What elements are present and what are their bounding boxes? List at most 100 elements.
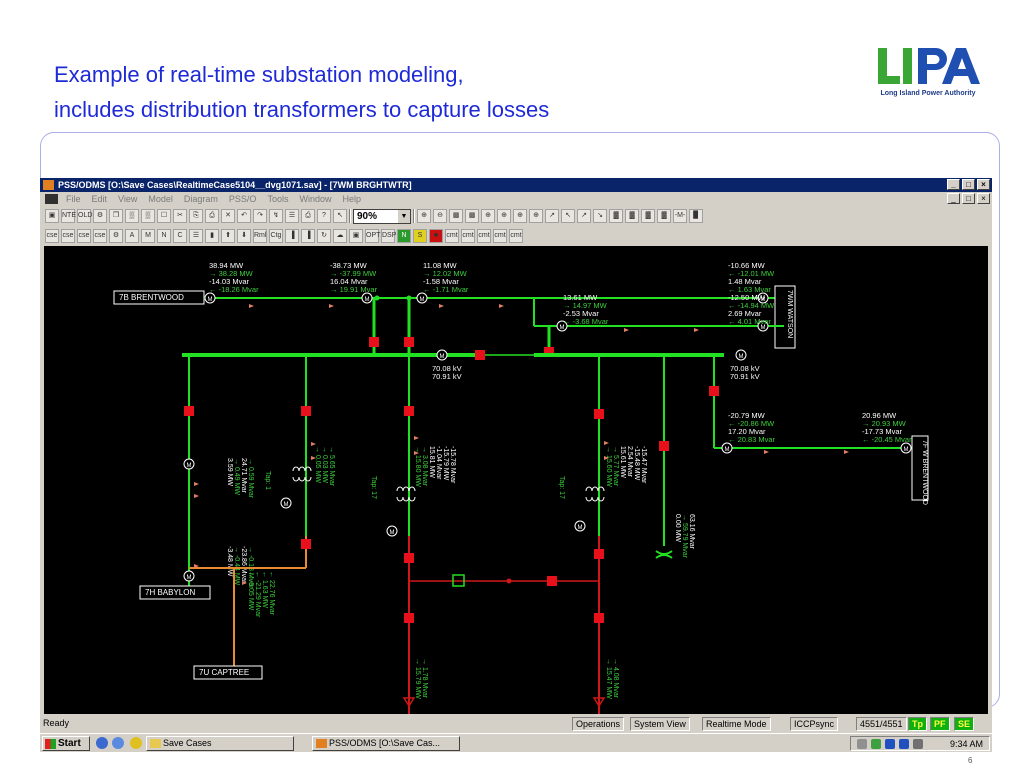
close-button[interactable]: × (977, 179, 990, 190)
breaker-bus-coupler[interactable] (475, 350, 485, 360)
menu-model[interactable]: Model (148, 194, 173, 204)
toolbar2-button-28[interactable]: cmt (493, 229, 507, 243)
toolbar1b-button-1[interactable]: ⊖ (433, 209, 447, 223)
toolbar1-button-2[interactable]: OLD (77, 209, 92, 223)
chevron-down-icon[interactable]: ▼ (398, 209, 410, 223)
outlook-icon[interactable] (112, 737, 124, 749)
breaker-tie-dead[interactable] (547, 576, 557, 586)
toolbar2-button-24[interactable]: ■ (429, 229, 443, 243)
toolbar1b-button-7[interactable]: ⊕ (529, 209, 543, 223)
toolbar2-button-11[interactable]: ⬆ (221, 229, 235, 243)
station-watson-box[interactable] (774, 285, 796, 349)
toolbar2-button-14[interactable]: Ctg (269, 229, 283, 243)
toolbar2-button-13[interactable]: Rml (253, 229, 267, 243)
breaker-tie-2[interactable] (404, 337, 414, 347)
toolbar2-button-20[interactable]: OPT (365, 229, 380, 243)
toolbar2-button-3[interactable]: cse (93, 229, 107, 243)
toolbar2-button-0[interactable]: cse (45, 229, 59, 243)
menu-view[interactable]: View (118, 194, 138, 204)
toolbar1-button-12[interactable]: ↶ (237, 209, 251, 223)
toolbar1b-button-4[interactable]: ⊕ (481, 209, 495, 223)
toolbar1-button-14[interactable]: ↯ (269, 209, 283, 223)
toolbar1-button-5[interactable]: ▒ (125, 209, 139, 223)
toolbar2-button-17[interactable]: ↻ (317, 229, 331, 243)
toolbar2-button-29[interactable]: cmt (509, 229, 523, 243)
menu-psso[interactable]: PSS/O (228, 194, 257, 204)
menu-help[interactable]: Help (342, 194, 361, 204)
breaker-tx3[interactable] (594, 409, 604, 419)
toolbar2-button-7[interactable]: N (157, 229, 171, 243)
toolbar1b-button-6[interactable]: ⊕ (513, 209, 527, 223)
toolbar1-button-18[interactable]: ↖ (333, 209, 347, 223)
breaker-tx1-low[interactable] (301, 539, 311, 549)
breaker-tx2-low-2[interactable] (404, 613, 414, 623)
toolbar2-button-16[interactable]: ▐ (301, 229, 315, 243)
toolbar1-button-10[interactable]: ⎙ (205, 209, 219, 223)
toolbar1b-button-17[interactable]: ▉ (689, 209, 703, 223)
toolbar1-button-8[interactable]: ✂ (173, 209, 187, 223)
station-babylon-box[interactable] (139, 585, 211, 600)
toolbar2-button-12[interactable]: ⬇ (237, 229, 251, 243)
doc-close-button[interactable]: × (977, 193, 990, 204)
station-captree-box[interactable] (193, 665, 263, 680)
toolbar1b-button-10[interactable]: ↗ (577, 209, 591, 223)
toolbar1b-button-14[interactable]: ▓ (641, 209, 655, 223)
toolbar1b-button-15[interactable]: ▓ (657, 209, 671, 223)
toolbar1b-button-11[interactable]: ↘ (593, 209, 607, 223)
toolbar2-button-9[interactable]: ☰ (189, 229, 203, 243)
toolbar1b-button-13[interactable]: ▓ (625, 209, 639, 223)
breaker-babylon[interactable] (184, 406, 194, 416)
toolbar1b-button-12[interactable]: ▓ (609, 209, 623, 223)
toolbar1-button-6[interactable]: ▒ (141, 209, 155, 223)
toolbar2-button-23[interactable]: S (413, 229, 427, 243)
toolbar1b-button-2[interactable]: ▩ (449, 209, 463, 223)
toolbar1-button-13[interactable]: ↷ (253, 209, 267, 223)
menu-file[interactable]: File (66, 194, 81, 204)
menu-window[interactable]: Window (299, 194, 332, 204)
doc-minimize-button[interactable]: _ (947, 193, 960, 204)
breaker-tie-1[interactable] (369, 337, 379, 347)
toolbar2-button-25[interactable]: cmt (445, 229, 459, 243)
breaker-tx2-low[interactable] (404, 553, 414, 563)
zoom-select[interactable]: 90%▼ (353, 208, 411, 224)
monitor-icon[interactable] (913, 739, 923, 749)
toolbar2-button-15[interactable]: ▐ (285, 229, 299, 243)
breaker-tx3-low[interactable] (594, 549, 604, 559)
toolbar2-button-21[interactable]: DSP (381, 229, 396, 243)
task-save-cases[interactable]: Save Cases (146, 736, 294, 751)
window-titlebar[interactable]: PSS/ODMS [O:\Save Cases\RealtimeCase5104… (40, 178, 992, 192)
toolbar2-button-4[interactable]: ⚙ (109, 229, 123, 243)
toolbar2-button-18[interactable]: ☁ (333, 229, 347, 243)
toolbar1-button-1[interactable]: NTE (61, 209, 76, 223)
breaker-tx1[interactable] (301, 406, 311, 416)
menu-diagram[interactable]: Diagram (183, 194, 218, 204)
toolbar1b-button-3[interactable]: ▩ (465, 209, 479, 223)
toolbar1-button-16[interactable]: ⎙ (301, 209, 315, 223)
toolbar2-button-8[interactable]: C (173, 229, 187, 243)
breaker-tx2[interactable] (404, 406, 414, 416)
toolbar1-button-9[interactable]: ⎘ (189, 209, 203, 223)
menu-edit[interactable]: Edit (91, 194, 108, 204)
security-icon[interactable] (871, 739, 881, 749)
toolbar1-button-17[interactable]: ? (317, 209, 331, 223)
breaker-cap[interactable] (659, 441, 669, 451)
breaker-tie-3[interactable] (544, 347, 554, 357)
task-pss-odms[interactable]: PSS/ODMS [O:\Save Cas... (312, 736, 460, 751)
start-button[interactable]: Start (42, 736, 90, 751)
toolbar1b-button-16[interactable]: -M- (673, 209, 687, 223)
toolbar2-button-26[interactable]: cmt (461, 229, 475, 243)
toolbar2-button-19[interactable]: ▣ (349, 229, 363, 243)
ie-icon[interactable] (96, 737, 108, 749)
antivirus-icon[interactable] (899, 739, 909, 749)
breaker-feeder-right[interactable] (709, 386, 719, 396)
toolbar1b-button-0[interactable]: ⊕ (417, 209, 431, 223)
maximize-button[interactable]: □ (962, 179, 975, 190)
toolbar2-button-22[interactable]: N (397, 229, 411, 243)
toolbar1b-button-8[interactable]: ↗ (545, 209, 559, 223)
media-icon[interactable] (130, 737, 142, 749)
toolbar2-button-10[interactable]: ▮ (205, 229, 219, 243)
menu-tools[interactable]: Tools (267, 194, 289, 204)
toolbar1-button-15[interactable]: ☰ (285, 209, 299, 223)
toolbar1-button-3[interactable]: ⚙ (93, 209, 107, 223)
